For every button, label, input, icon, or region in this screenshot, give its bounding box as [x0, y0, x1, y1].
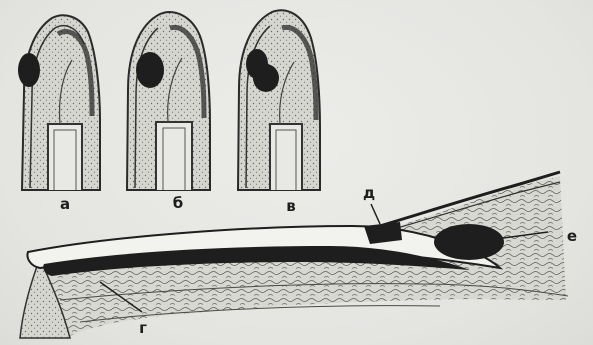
pointer-d	[371, 204, 380, 224]
finger-section-b	[127, 12, 210, 190]
label-b: б	[173, 194, 183, 212]
label-g: г	[139, 319, 147, 337]
lesion-d	[364, 222, 402, 244]
finger-section-a	[18, 15, 100, 190]
label-d: д	[363, 184, 375, 202]
abscess-b	[136, 52, 164, 88]
abscess-a	[18, 53, 40, 87]
label-v: в	[286, 197, 296, 215]
abscess-v-lower	[253, 64, 279, 92]
label-a: а	[60, 195, 70, 213]
lesion-e	[434, 224, 504, 260]
label-e: е	[567, 227, 577, 245]
finger-section-v	[238, 10, 320, 190]
